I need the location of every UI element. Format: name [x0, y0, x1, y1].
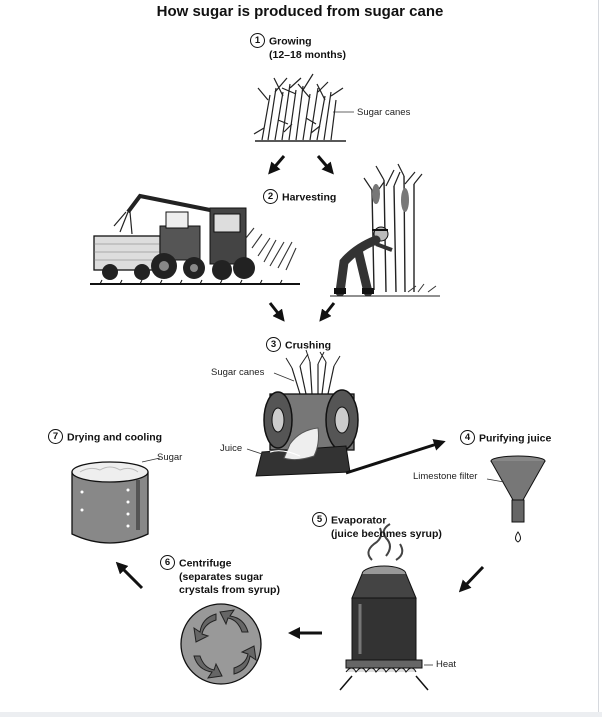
leader-line — [273, 372, 295, 382]
step-name: Drying and cooling — [67, 431, 163, 444]
step-number: 1 — [250, 33, 265, 48]
funnel-filter-icon — [490, 455, 546, 543]
arrow-icon — [268, 302, 285, 322]
step-number: 4 — [460, 430, 475, 445]
step-name: Purifying juice — [479, 432, 552, 445]
step-name: Crushing — [285, 339, 332, 352]
sugar-canes-label: Sugar canes — [357, 107, 411, 118]
step-detail-line-1: (separates sugar — [179, 571, 264, 583]
leader-line — [141, 457, 161, 463]
step-name: Growing — [269, 35, 312, 48]
heat-label: Heat — [436, 659, 457, 670]
drum-dryer-icon — [71, 461, 149, 544]
arrow-icon — [268, 155, 286, 175]
evaporator-icon — [339, 523, 429, 691]
step-1-label: 1 Growing (12–18 months) — [250, 33, 347, 62]
leader-line — [246, 448, 269, 457]
sugar-label: Sugar — [157, 452, 183, 463]
step-5-label: 5 Evaporator (juice becomes syrup) — [312, 512, 442, 541]
tractor-harvester-icon — [90, 193, 300, 285]
leader-line — [486, 478, 505, 483]
step-number: 2 — [263, 189, 278, 204]
step-name: Centrifuge — [179, 557, 232, 570]
step-7-label: 7 Drying and cooling — [48, 429, 163, 445]
farmer-cutting-icon — [330, 163, 440, 297]
step-detail-line-2: crystals from syrup) — [179, 584, 280, 596]
step-2-label: 2 Harvesting — [263, 189, 337, 205]
step-number: 3 — [266, 337, 281, 352]
arrow-icon — [316, 155, 334, 175]
step-name: Evaporator — [331, 514, 387, 527]
step-name: Harvesting — [282, 191, 337, 204]
sugar-cane-icon — [253, 73, 346, 142]
arrow-icon — [345, 439, 446, 475]
step-6-label: 6 Centrifuge (separates sugar crystals fr… — [160, 555, 280, 597]
step-number: 7 — [48, 429, 63, 444]
frame-border — [598, 0, 599, 717]
juice-label: Juice — [220, 443, 243, 454]
step-3-label: 3 Crushing — [266, 337, 332, 353]
arrow-icon — [319, 302, 336, 322]
step-detail: (juice becomes syrup) — [331, 528, 442, 540]
crusher-icon — [255, 349, 359, 477]
step-number: 6 — [160, 555, 175, 570]
frame-border-bottom — [0, 712, 602, 717]
arrow-icon — [115, 561, 144, 590]
sugar-canes-label: Sugar canes — [211, 367, 265, 378]
diagram-title: How sugar is produced from sugar cane — [156, 3, 444, 20]
step-4-label: 4 Purifying juice — [460, 430, 552, 446]
limestone-filter-label: Limestone filter — [413, 471, 478, 482]
arrow-icon — [458, 565, 485, 593]
step-number: 5 — [312, 512, 327, 527]
step-detail: (12–18 months) — [269, 49, 347, 61]
centrifuge-icon — [180, 603, 262, 685]
